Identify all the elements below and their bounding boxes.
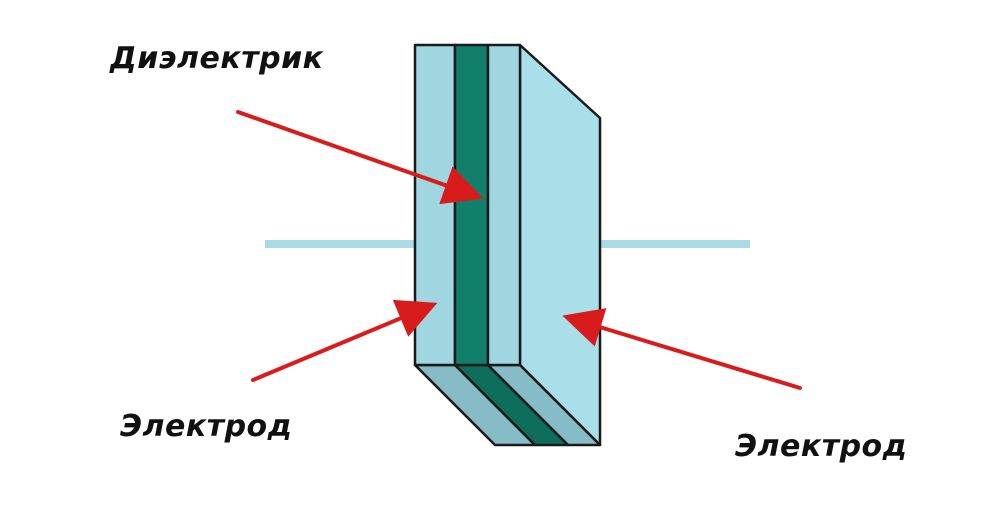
dielectric-arrow [236, 110, 484, 205]
left-electrode-label: Электрод [120, 409, 293, 444]
dielectric-label: Диэлектрик [110, 41, 324, 76]
right-lead-wire [550, 240, 750, 248]
left-electrode-arrow [251, 299, 438, 382]
right-electrode-arrow [562, 308, 802, 390]
left-electrode-front [413, 43, 457, 367]
left-lead-wire [265, 240, 417, 248]
right-electrode-label: Электрод [735, 429, 908, 464]
right-electrode-front [486, 43, 522, 367]
dielectric-layer [453, 43, 490, 367]
